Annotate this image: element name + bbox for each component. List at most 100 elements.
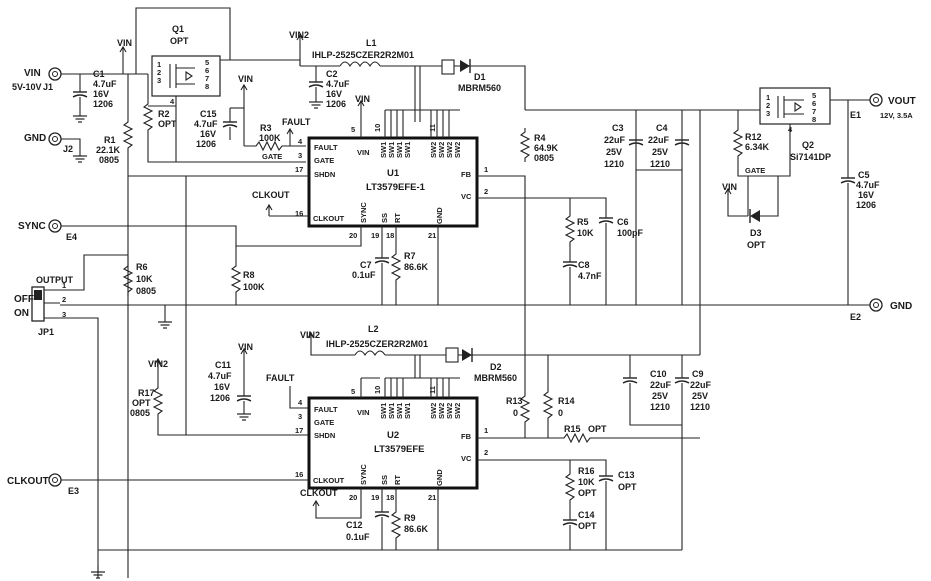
c9-value: 22uF — [690, 380, 712, 390]
u1-pin-num-1: 1 — [484, 165, 488, 174]
u2-pin-num-16: 16 — [295, 470, 303, 479]
l2-inductor — [354, 350, 386, 357]
r1-resistor — [123, 117, 133, 153]
u1-pin-num-16: 16 — [295, 209, 303, 218]
u2-pin-sw1: SW1 — [379, 403, 388, 419]
u1-pin-fb: FB — [461, 170, 472, 179]
r6-ref: R6 — [136, 262, 148, 272]
c13-ref: C13 — [618, 470, 635, 480]
jp1-on-label: ON — [14, 308, 29, 319]
jp1-ref: JP1 — [38, 327, 54, 337]
r14-value: 0 — [558, 408, 563, 418]
u1-pin-sw1: SW1 — [379, 142, 388, 158]
l1-inductor — [339, 61, 381, 68]
r17-ref: R17 — [138, 388, 155, 398]
u2-pin-sw2: SW2 — [453, 403, 462, 419]
r9-resistor — [391, 507, 401, 543]
u2-part: LT3579EFE — [374, 444, 425, 455]
q1-pin-2: 2 — [157, 68, 161, 77]
c5-value: 4.7uF — [856, 180, 880, 190]
c3-ref: C3 — [612, 123, 624, 133]
vin-net-label: VIN — [238, 342, 253, 352]
q1-value: OPT — [170, 36, 189, 46]
u2-ic — [307, 396, 479, 490]
vin-net-label: VIN — [238, 74, 253, 84]
r3-value: 100K — [259, 133, 281, 143]
r5-value: 10K — [577, 228, 594, 238]
r12-value: 6.34K — [745, 142, 770, 152]
u1-pin-ss: SS — [380, 213, 389, 223]
c3-voltage: 25V — [606, 147, 622, 157]
jp1-pin-3: 3 — [62, 310, 66, 319]
clkout-net-label: CLKOUT — [300, 488, 338, 498]
vin-net-arrow — [119, 46, 127, 59]
u1-pin-num-4: 4 — [298, 137, 303, 146]
vin-net-label: VIN — [355, 94, 370, 104]
gnd-terminal-j2[interactable] — [48, 132, 62, 146]
d1-diode — [460, 60, 470, 72]
d1-ref: D1 — [474, 72, 486, 82]
r13-ref: R13 — [506, 396, 523, 406]
input-gnd-label: GND — [24, 133, 46, 144]
vin-terminal-j1[interactable] — [48, 67, 62, 81]
q2-pin-7: 7 — [812, 107, 816, 116]
r8-resistor — [231, 261, 241, 297]
u1-pin-shdn: SHDN — [314, 170, 335, 179]
c8-ref: C8 — [578, 260, 590, 270]
u1-pin-num-5: 5 — [351, 125, 355, 134]
gnd-terminal-e2[interactable] — [869, 298, 883, 312]
q1-pin-6: 6 — [205, 66, 209, 75]
d2-part: MBRM560 — [474, 373, 517, 383]
u1-pin-num-10: 10 — [373, 124, 382, 132]
c7-ref: C7 — [360, 260, 372, 270]
c3-package: 1210 — [604, 159, 624, 169]
c12-ref: C12 — [346, 520, 363, 530]
u1-pin-num-17: 17 — [295, 165, 303, 174]
u1-pin-sw2: SW2 — [429, 142, 438, 158]
sync-terminal-e4[interactable] — [48, 219, 62, 233]
c15-voltage: 16V — [200, 129, 216, 139]
r6-package: 0805 — [136, 286, 156, 296]
q2-part: Si7141DP — [790, 152, 831, 162]
u1-pin-gnd: GND — [435, 207, 444, 224]
r9-ref: R9 — [404, 513, 416, 523]
vout-label: VOUT — [888, 96, 916, 107]
vin-label: VIN — [24, 68, 41, 79]
d2-ref: D2 — [490, 362, 502, 372]
u1-pin-sw1: SW1 — [387, 142, 396, 158]
c1-value: 4.7uF — [93, 79, 117, 89]
r6-value: 10K — [136, 274, 153, 284]
e4-label: E4 — [66, 232, 77, 242]
vin-range-label: 5V-10V — [12, 82, 42, 92]
c4-voltage: 25V — [652, 147, 668, 157]
u2-pin-num-10: 10 — [373, 386, 382, 394]
vin-net-label: VIN — [722, 182, 737, 192]
c8-value: 4.7nF — [578, 271, 602, 281]
u2-pin-sw1: SW1 — [395, 403, 404, 419]
u2-ref: U2 — [387, 430, 399, 441]
vin2-net-label: VIN2 — [289, 30, 309, 40]
r12-resistor — [733, 125, 743, 161]
clkout-terminal-e3[interactable] — [48, 473, 62, 487]
r16-resistor — [565, 469, 575, 505]
u1-pin-sw2: SW2 — [445, 142, 454, 158]
u1-ic — [307, 136, 479, 228]
c6-capacitor — [598, 217, 614, 224]
u1-part: LT3579EFE-1 — [366, 182, 426, 193]
c5-ref: C5 — [858, 170, 870, 180]
u2-pin-num-5: 5 — [351, 387, 355, 396]
u2-pin-sw1: SW1 — [387, 403, 396, 419]
l1-ref: L1 — [366, 38, 377, 48]
c15-package: 1206 — [196, 139, 216, 149]
r4-value: 64.9K — [534, 143, 559, 153]
r16-value-alt: OPT — [578, 488, 597, 498]
c10-ref: C10 — [650, 369, 667, 379]
vout-terminal-e1[interactable] — [869, 93, 883, 107]
u1-pin-sw1: SW1 — [395, 142, 404, 158]
l1-part: IHLP-2525CZER2R2M01 — [312, 50, 414, 60]
q1-pin-4: 4 — [170, 97, 175, 106]
u1-pin-num-18: 18 — [386, 231, 394, 240]
c10-capacitor — [622, 377, 638, 384]
u1-pin-fault: FAULT — [314, 143, 338, 152]
